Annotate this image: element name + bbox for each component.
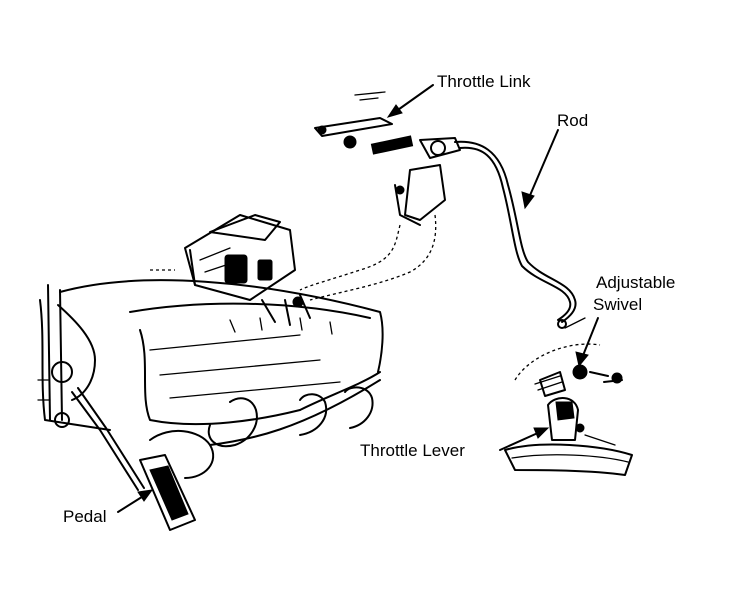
engine-block [39,279,384,479]
arrowhead-swivel [575,351,589,368]
arrow-rod [527,129,559,201]
arrow-throttle-lever [499,431,541,451]
leader-arrows [117,84,599,513]
arrow-throttle-link [394,84,434,113]
label-throttle-link: Throttle Link [437,72,531,91]
carburetor [150,214,311,326]
arrow-swivel [581,317,599,359]
arrowhead-throttle-lever [533,427,550,439]
label-rod: Rod [557,111,589,130]
label-pedal: Pedal [63,507,107,526]
label-swivel: Swivel [593,295,643,314]
swivel-and-lever [504,343,633,476]
arrowhead-rod [521,191,535,210]
arrowhead-throttle-link [386,104,403,118]
label-throttle-lever: Throttle Lever [360,441,465,460]
dash-bracket [37,284,96,428]
label-adjustable: Adjustable [596,273,676,292]
arrowhead-pedal [137,489,154,502]
throttle-link-assembly [299,91,461,301]
pedal [71,387,196,531]
rod [454,140,586,329]
arrow-pedal [117,494,146,513]
